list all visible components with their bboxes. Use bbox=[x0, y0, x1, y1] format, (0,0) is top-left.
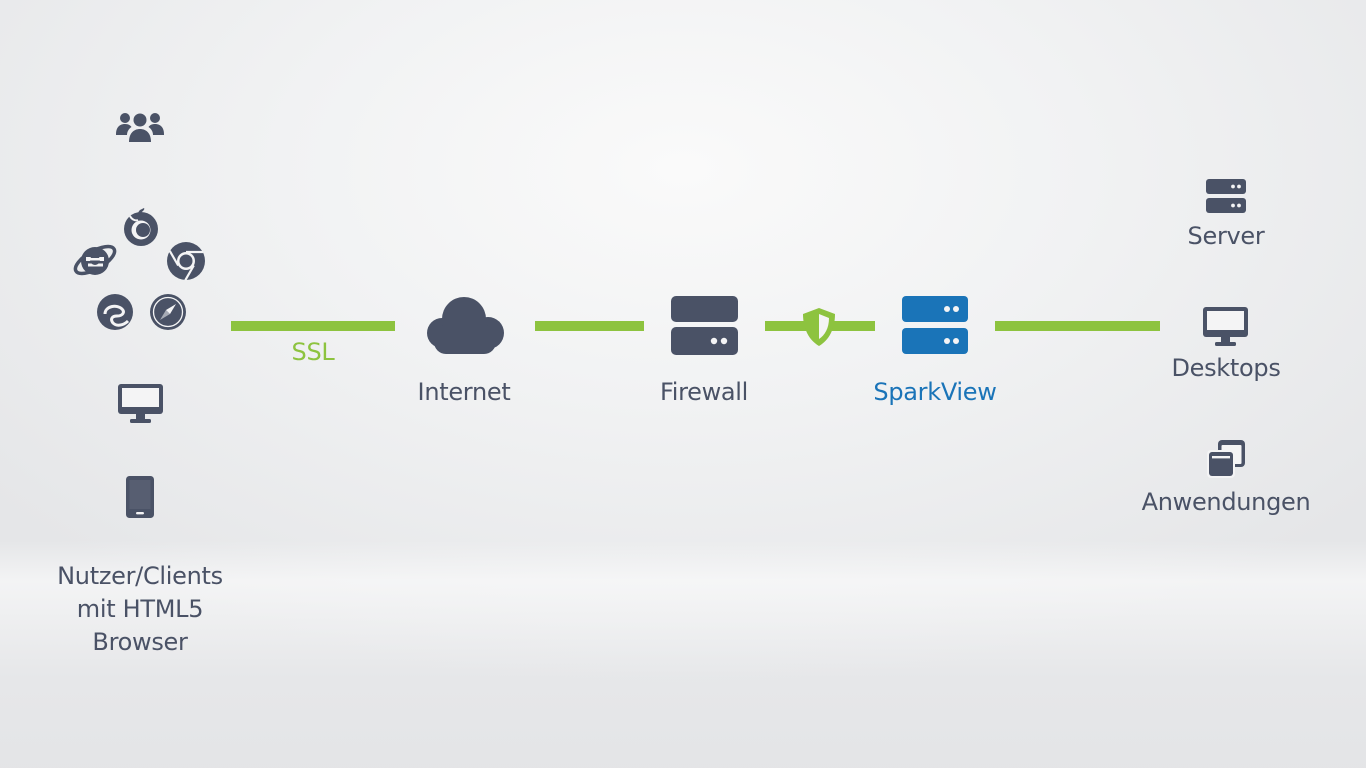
connection-line-internet-firewall bbox=[535, 321, 644, 331]
server-icon bbox=[1206, 179, 1246, 213]
chrome-icon bbox=[166, 241, 206, 281]
edge-icon bbox=[95, 292, 135, 332]
users-icon bbox=[116, 110, 164, 150]
connection-line-ssl bbox=[231, 321, 395, 331]
connection-line-sparkview-targets bbox=[995, 321, 1160, 331]
tablet-icon bbox=[126, 476, 154, 518]
server-icon bbox=[902, 296, 968, 354]
firewall-label: Firewall bbox=[659, 378, 749, 406]
clients-label: Nutzer/Clients mit HTML5 Browser bbox=[40, 560, 240, 659]
firefox-icon bbox=[122, 208, 162, 248]
target-label-anwendungen: Anwendungen bbox=[1141, 488, 1311, 516]
sparkview-label: SparkView bbox=[873, 378, 997, 406]
clients-label-line: Browser bbox=[92, 628, 188, 656]
firewall-icon bbox=[671, 296, 738, 355]
internet-label: Internet bbox=[417, 378, 511, 406]
internet-explorer-icon bbox=[72, 238, 118, 282]
shield-icon bbox=[801, 307, 837, 347]
safari-icon bbox=[148, 292, 188, 332]
clients-label-line: Nutzer/Clients bbox=[57, 562, 223, 590]
clients-label-line: mit HTML5 bbox=[76, 595, 204, 623]
ssl-label: SSL bbox=[291, 338, 335, 366]
target-label-server: Server bbox=[1187, 222, 1265, 250]
cloud-icon bbox=[422, 295, 508, 355]
target-label-desktops: Desktops bbox=[1171, 354, 1281, 382]
background-floor bbox=[0, 540, 1366, 768]
windows-icon bbox=[1206, 439, 1246, 479]
monitor-icon bbox=[1203, 307, 1248, 347]
desktop-monitor-icon bbox=[118, 384, 163, 424]
